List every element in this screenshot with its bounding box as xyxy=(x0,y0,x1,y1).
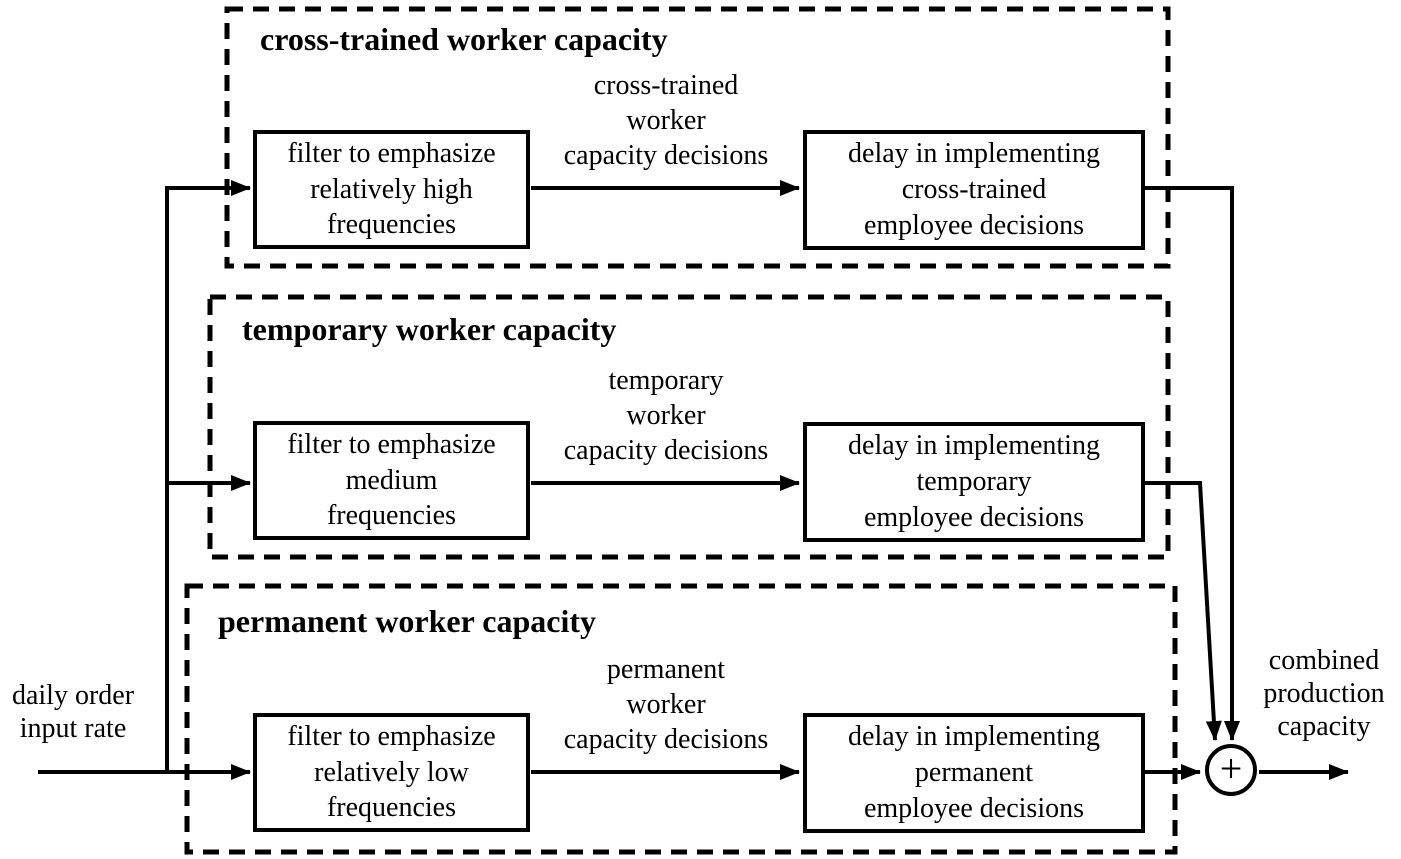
input-rate-label: daily order input rate xyxy=(11,680,135,744)
group-title-permanent: permanent worker capacity xyxy=(218,603,596,639)
signal-label-cross-trained: cross-trained worker capacity decisions xyxy=(563,70,769,171)
group-title-cross-trained: cross-trained worker capacity xyxy=(260,21,668,57)
group-title-temporary: temporary worker capacity xyxy=(242,311,617,347)
filter-block-cross-trained: filter to emphasize relatively high freq… xyxy=(253,130,530,249)
combined-output-label: combined production capacity xyxy=(1263,645,1385,742)
filter-block-temporary: filter to emphasize medium frequencies xyxy=(253,421,530,540)
summation-node: + xyxy=(1205,744,1257,796)
signal-label-temporary: temporary worker capacity decisions xyxy=(563,365,769,466)
delay-block-cross-trained: delay in implementing cross-trained empl… xyxy=(803,130,1145,250)
plus-operator: + xyxy=(1219,745,1243,791)
delay-block-permanent: delay in implementing permanent employee… xyxy=(803,713,1145,833)
group-box-cross-trained xyxy=(224,6,1171,269)
signal-label-permanent: permanent worker capacity decisions xyxy=(563,654,769,755)
output-line-cross-trained xyxy=(1143,186,1240,741)
group-box-temporary xyxy=(207,294,1171,560)
delay-block-temporary: delay in implementing temporary employee… xyxy=(803,422,1145,542)
output-line-temporary xyxy=(1143,481,1222,741)
group-box-permanent xyxy=(184,583,1178,855)
filter-block-permanent: filter to emphasize relatively low frequ… xyxy=(253,713,530,832)
